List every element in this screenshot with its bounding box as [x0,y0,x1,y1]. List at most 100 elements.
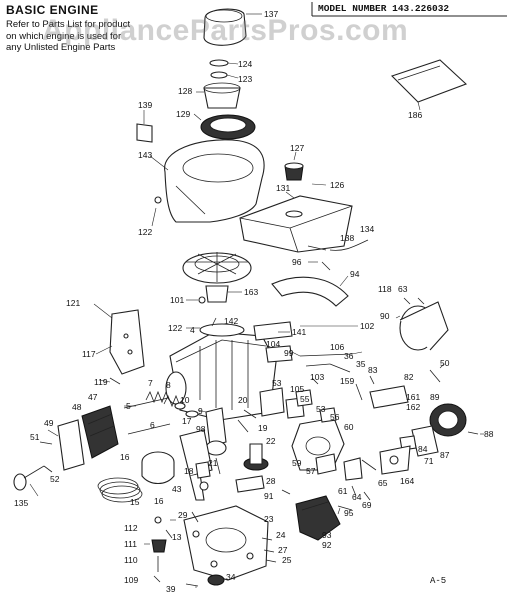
callout-25: 25 [282,555,292,565]
part-6-valve [127,423,171,435]
part-22-cam-gear [243,443,269,471]
callout-6: 6 [150,420,155,430]
callout-51: 51 [30,432,40,442]
callout-121: 121 [66,298,80,308]
part-143-blower-housing [154,139,265,223]
callout-50: 50 [440,358,450,368]
part-105-gasket [259,387,285,417]
callout-90: 90 [380,311,390,321]
part-43-plug [199,481,209,491]
callout-17: 17 [182,416,192,426]
part-23-mounting-flange [183,505,269,581]
part-7-spring [145,390,167,404]
callout-39: 39 [166,584,176,594]
callout-35: 35 [356,359,366,369]
callout-106: 106 [330,342,344,352]
shield-hole [123,333,129,339]
callout-82: 82 [404,372,414,382]
callout-104: 104 [266,339,280,349]
part-134-fuel-line [329,239,369,251]
callout-labels: 137 124 123 128 129 139 143 122 127 131 … [14,9,494,594]
callout-63: 63 [398,284,408,294]
callout-53-upper: 53 [272,378,282,388]
callout-105: 105 [290,384,304,394]
callout-89: 89 [430,392,440,402]
part-128-cup [203,82,241,109]
callout-93: 93 [322,530,332,540]
callout-23: 23 [264,514,274,524]
callout-49: 49 [44,418,54,428]
callout-43: 43 [172,484,182,494]
callout-99: 99 [284,348,294,358]
watermark: AppliancePartsPros.com [42,14,409,47]
part-142-screw [211,317,217,327]
part-93-air-cleaner-body [295,495,341,541]
part-123-washer [210,71,228,79]
part-98-connecting-rod [205,407,227,456]
callout-95: 95 [344,508,354,518]
diagram-title: BASIC ENGINE [6,3,99,17]
part-29-seal [191,511,199,523]
callout-60: 60 [344,422,354,432]
part-9-retainer [185,410,199,418]
part-112-nut [154,516,162,524]
part-36-spring [305,363,331,367]
part-52-screw [43,465,53,473]
part-65-spring [361,459,377,471]
callout-88: 88 [484,429,494,439]
part-186-manual [390,59,468,103]
part-69-screw [363,491,371,501]
callout-159: 159 [340,376,354,386]
callout-138: 138 [340,233,354,243]
callout-29: 29 [178,510,188,520]
part-15-piston-rings [97,477,143,503]
callout-101: 101 [170,295,184,305]
part-103-screw [311,377,319,385]
part-24-screw [261,537,273,541]
part-61-lever [343,457,363,481]
part-39-screw [185,583,199,587]
callout-129: 129 [176,109,190,119]
callout-92: 92 [322,540,332,550]
callout-71: 71 [424,456,434,466]
part-16-piston [141,451,175,485]
callout-110: 110 [124,555,138,565]
callout-83: 83 [368,365,378,375]
leader-lines [29,13,484,588]
callout-91: 91 [264,491,274,501]
part-118-screw [403,297,411,305]
part-106-governor-rod [299,353,353,357]
callout-7: 7 [148,378,153,388]
callout-135: 135 [14,498,28,508]
callout-87: 87 [440,450,450,460]
callout-126: 126 [330,180,344,190]
parts-list-note: Refer to Parts List for product on which… [6,19,206,54]
part-19-pin [237,419,249,433]
part-164-governor-arm [379,445,411,475]
part-28-tube [235,475,265,493]
callout-162: 162 [406,402,420,412]
callout-27: 27 [278,545,288,555]
part-119-screw [109,377,121,385]
part-101-nut [198,296,206,304]
part-159-linkage [355,383,363,401]
part-127-fuel-cap [284,162,304,181]
part-53-bracket [295,389,313,407]
callout-21: 21 [208,458,218,468]
callout-28: 28 [266,476,276,486]
callout-143: 143 [138,150,152,160]
page-reference: A-5 [430,576,447,586]
callout-161: 161 [406,392,420,402]
part-138-clamp [307,245,327,251]
note-line: on which engine is used for [6,30,122,42]
part-104-gasket [265,345,293,363]
part-83-screw [369,375,375,385]
callout-61: 61 [338,486,348,496]
callout-48: 48 [72,402,82,412]
callout-22: 22 [266,436,276,446]
part-63-screw [417,297,425,305]
callout-34: 34 [226,572,236,582]
part-141-plate [253,321,293,341]
callout-164: 164 [400,476,414,486]
